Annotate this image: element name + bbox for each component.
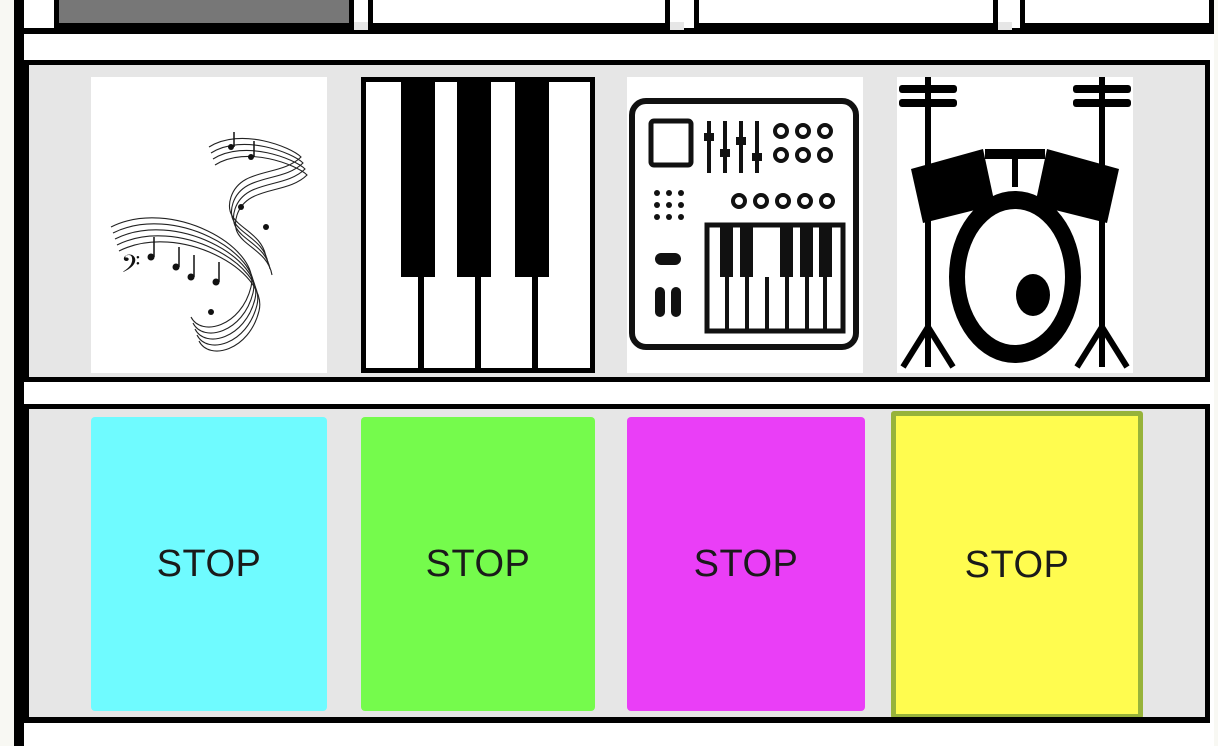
piano-keys-icon bbox=[361, 77, 595, 373]
app-frame: 𝄢 bbox=[14, 0, 1214, 746]
stop-pad-2[interactable]: STOP bbox=[361, 417, 595, 711]
instrument-tile-melody[interactable]: 𝄢 bbox=[91, 77, 327, 373]
top-gap-2 bbox=[670, 22, 684, 30]
stop-pad-2-label: STOP bbox=[425, 542, 531, 585]
top-cell-2[interactable] bbox=[368, 0, 670, 28]
stop-pad-1-label: STOP bbox=[156, 542, 262, 585]
drum-kit-icon bbox=[899, 77, 1131, 369]
stop-pad-1[interactable]: STOP bbox=[91, 417, 327, 711]
top-gap-1 bbox=[354, 22, 368, 30]
stop-pad-3-label: STOP bbox=[693, 542, 799, 585]
top-cell-3[interactable] bbox=[694, 0, 998, 28]
top-row-partial bbox=[24, 0, 1214, 34]
music-notes-icon: 𝄢 bbox=[110, 132, 308, 352]
instrument-tile-piano[interactable] bbox=[361, 77, 595, 373]
stop-pad-3[interactable]: STOP bbox=[627, 417, 865, 711]
instrument-tile-drums[interactable] bbox=[897, 77, 1133, 373]
synthesizer-icon bbox=[629, 98, 859, 350]
top-gap-3 bbox=[998, 22, 1012, 30]
pad-row: STOP STOP STOP STOP bbox=[24, 404, 1210, 722]
stop-pad-4-label: STOP bbox=[964, 543, 1070, 586]
top-cell-4[interactable] bbox=[1020, 0, 1214, 28]
svg-text:𝄢: 𝄢 bbox=[121, 250, 140, 285]
instrument-row: 𝄢 bbox=[24, 60, 1210, 382]
bottom-divider bbox=[24, 717, 1210, 723]
stop-pad-4[interactable]: STOP bbox=[891, 411, 1143, 719]
top-cell-1[interactable] bbox=[54, 0, 354, 28]
instrument-tile-synth[interactable] bbox=[627, 77, 863, 373]
